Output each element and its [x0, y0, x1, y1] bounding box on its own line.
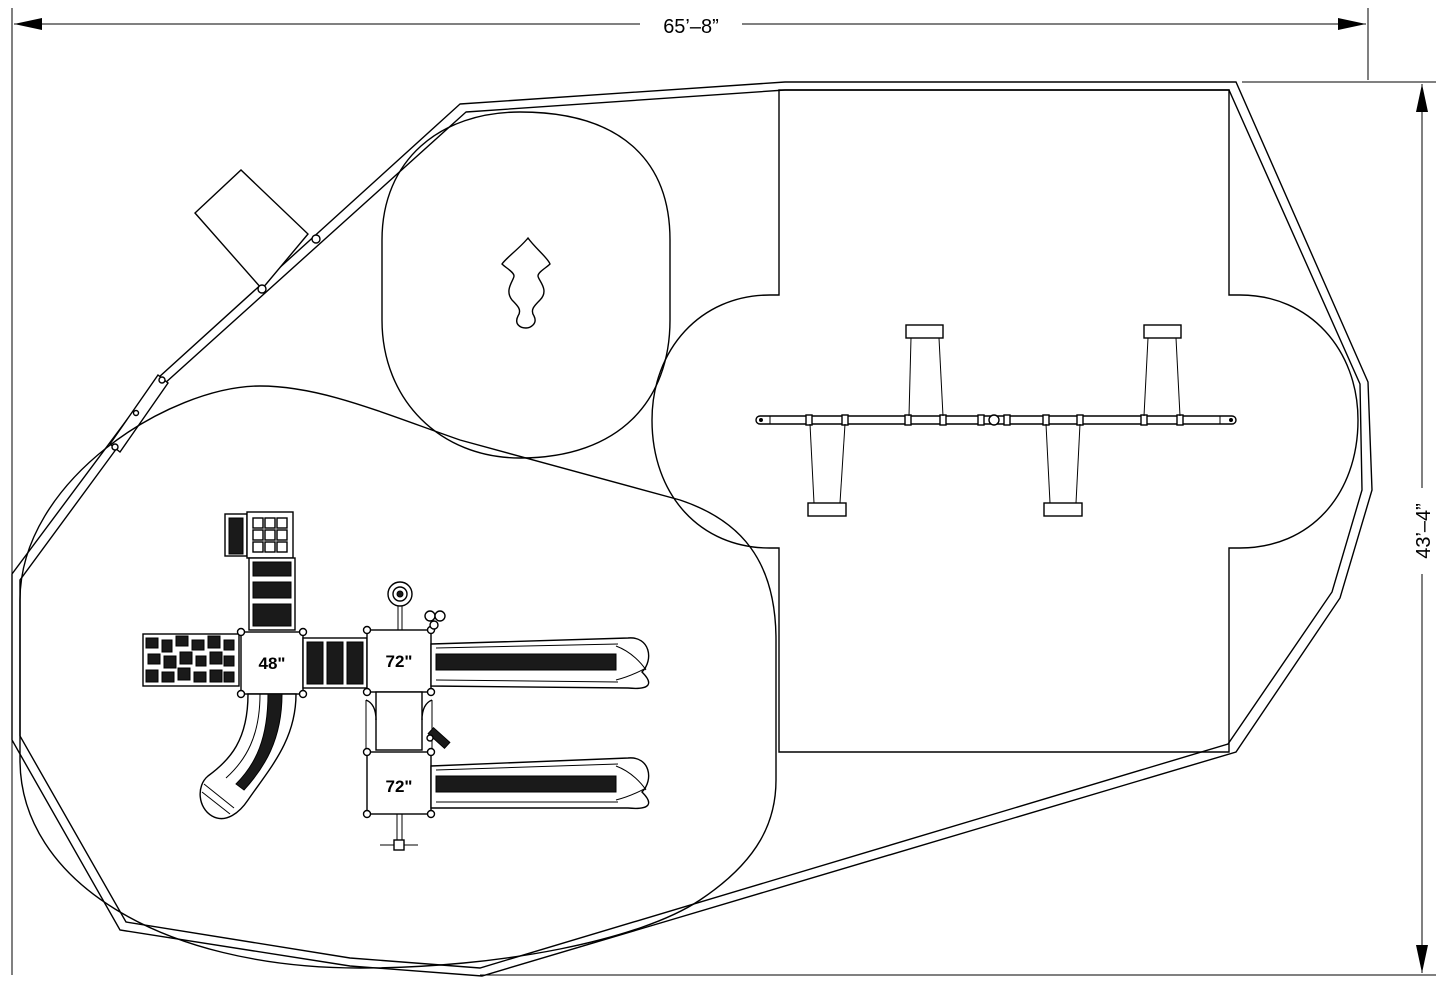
arrow-right-icon — [1338, 18, 1366, 30]
width-dimension: 65’–8” — [11, 8, 1369, 975]
telescope-icon — [426, 726, 451, 750]
play-structure: 48" 72" — [142, 511, 650, 851]
height-label: 43’–4” — [1413, 503, 1435, 559]
arrow-down-icon — [1416, 945, 1428, 973]
bench — [194, 169, 321, 294]
spring-rider-zone — [381, 111, 671, 459]
bridge — [302, 637, 368, 689]
deck-48: 48" — [236, 627, 308, 699]
deck-48-label: 48" — [259, 654, 286, 673]
deck-72-bottom: 72" — [362, 747, 436, 819]
access-pole — [380, 814, 418, 851]
curved-slide — [199, 693, 297, 820]
deck-72-bottom-label: 72" — [386, 777, 413, 796]
tic-tac-toe-panel — [252, 517, 288, 553]
straight-slide-upper — [430, 637, 650, 690]
steering-wheel-icon — [387, 581, 413, 630]
swing-seat-4 — [1143, 324, 1182, 417]
height-dimension: 43’–4” — [480, 81, 1436, 976]
play-structure-zone — [19, 385, 777, 969]
deck-72-top-label: 72" — [386, 652, 413, 671]
deck-72-top: 72" — [362, 625, 436, 697]
spring-rider-icon — [501, 236, 551, 329]
swing-zone — [651, 89, 1359, 753]
binoculars-icon — [424, 610, 446, 630]
tube-connector — [365, 691, 433, 751]
swing-seat-2 — [905, 324, 944, 417]
arrow-up-icon — [1416, 84, 1428, 112]
arrow-left-icon — [14, 18, 42, 30]
width-label: 65’–8” — [663, 16, 719, 38]
rock-climber — [142, 633, 240, 687]
swing-seat-1 — [807, 423, 847, 517]
swing-frame — [755, 414, 1237, 426]
sign-panel — [109, 373, 169, 454]
swing-seat-3 — [1043, 423, 1083, 517]
straight-slide-lower — [430, 757, 650, 810]
